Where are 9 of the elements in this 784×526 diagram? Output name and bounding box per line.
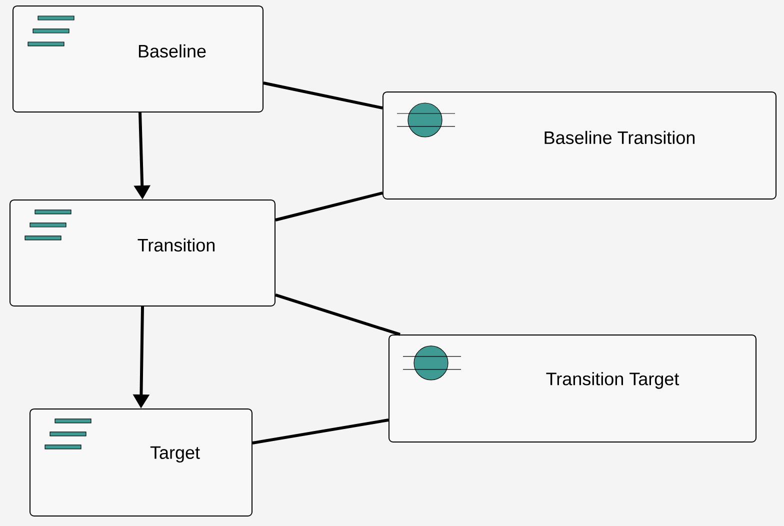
connector-line xyxy=(252,418,389,444)
element-box: Transition xyxy=(10,199,276,306)
element-box: Target xyxy=(30,408,252,516)
element-box: Baseline Transition xyxy=(382,91,776,200)
connector-line xyxy=(263,82,383,110)
element-box: Baseline xyxy=(12,5,264,112)
connector-line xyxy=(275,192,383,222)
connector-line xyxy=(275,294,400,336)
element-box: Transition Target xyxy=(388,334,756,442)
